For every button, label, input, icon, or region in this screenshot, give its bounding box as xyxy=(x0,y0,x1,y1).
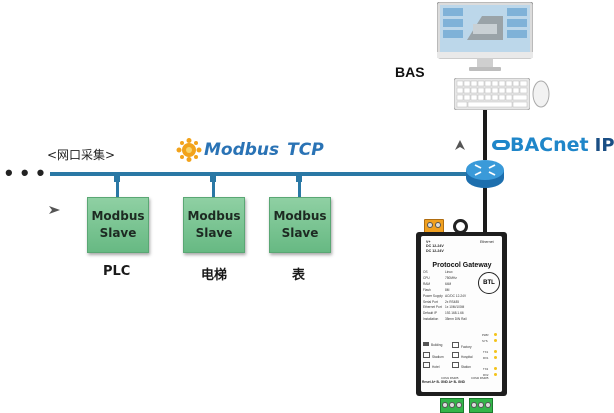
slave-line1: Modbus xyxy=(187,209,241,223)
power-line: DC 12-24V xyxy=(426,244,444,249)
stadium-icon xyxy=(423,352,430,358)
power-line: V+ xyxy=(426,240,431,244)
keyboard-icon xyxy=(454,78,530,110)
hotel-icon xyxy=(423,362,430,368)
com1-label: COM1 RS485 xyxy=(441,376,459,380)
gateway-front-panel xyxy=(421,236,502,392)
status-led xyxy=(494,373,497,376)
power-line: DC 12-24V xyxy=(426,248,444,253)
led-label: RX2 xyxy=(483,373,489,377)
bacnet-ip-logo: BACnet IP xyxy=(492,134,614,156)
terminal-screw xyxy=(456,402,462,408)
com2-label: COM2 RS485 xyxy=(471,376,489,380)
icon-label: Building xyxy=(431,343,443,347)
status-led xyxy=(494,333,497,336)
slave-line1: Modbus xyxy=(91,209,145,223)
bus-drop-line xyxy=(298,178,301,197)
factory-icon xyxy=(452,342,459,348)
terminal-screw xyxy=(471,402,477,408)
led-label: SYS xyxy=(482,339,488,343)
slave-caption-elevator: 电梯 xyxy=(201,268,228,283)
slave-line2: Slave xyxy=(195,226,233,240)
slave-line2: Slave xyxy=(281,226,319,240)
router-icon xyxy=(466,160,504,188)
bus-drop-line xyxy=(212,178,215,197)
arrow-up-icon xyxy=(455,140,465,150)
hospital-icon xyxy=(452,352,459,358)
gateway-bottom-labels: Reset A+ B- GND A+ B- GND xyxy=(422,380,465,384)
gateway-link-line xyxy=(483,187,487,232)
led-label: PWR xyxy=(482,333,489,337)
slave-caption-meter: 表 xyxy=(292,268,306,283)
slave-line1: Modbus xyxy=(273,209,327,223)
modbus-slave-elevator: Modbus Slave xyxy=(183,197,245,253)
terminal-screw xyxy=(435,222,441,228)
gateway-ethernet-label: Ethernet xyxy=(480,240,494,244)
slave-line2: Slave xyxy=(99,226,137,240)
terminal-screw xyxy=(449,402,455,408)
modbus-slave-meter: Modbus Slave xyxy=(269,197,331,253)
icon-label: Factory xyxy=(461,345,472,349)
led-label: TX1 xyxy=(483,350,489,354)
tcp-label: TCP xyxy=(287,140,324,160)
icon-label: Hospital xyxy=(461,355,473,359)
network-bus-line xyxy=(50,172,485,176)
bas-link-line xyxy=(483,110,487,160)
terminal-screw xyxy=(427,222,433,228)
desktop-monitor-icon xyxy=(437,2,533,71)
status-led xyxy=(494,350,497,353)
gateway-title: Protocol Gateway xyxy=(432,262,492,269)
modbus-label: Modbus xyxy=(204,140,280,160)
terminal-screw xyxy=(442,402,448,408)
slave-caption-plc: PLC xyxy=(103,264,131,279)
gateway-power-label: V+ DC 12-24V DC 12-24V xyxy=(426,240,444,253)
led-label: RX1 xyxy=(483,356,489,360)
mouse-icon xyxy=(532,80,550,108)
icon-label: Station xyxy=(461,365,471,369)
bacnet-logo-icon xyxy=(492,140,510,150)
btl-badge: BTL xyxy=(478,272,500,294)
icon-label: Hotel xyxy=(432,365,440,369)
modbus-logo-icon xyxy=(176,138,202,162)
ellipsis: • • • xyxy=(5,160,46,185)
terminal-screw xyxy=(485,402,491,408)
status-led xyxy=(494,356,497,359)
building-icon xyxy=(423,342,429,346)
bus-drop-line xyxy=(116,178,119,197)
bas-label: BAS xyxy=(395,64,425,80)
modbus-slave-plc: Modbus Slave xyxy=(87,197,149,253)
led-label: TX2 xyxy=(483,367,489,371)
status-led xyxy=(494,339,497,342)
ip-label: IP xyxy=(594,134,614,156)
arrow-icon xyxy=(49,206,60,214)
bacnet-label: BACnet xyxy=(510,134,589,156)
modbus-tcp-logo: Modbus TCP xyxy=(176,138,324,162)
status-led xyxy=(494,367,497,370)
icon-label: Stadium xyxy=(432,355,444,359)
station-icon xyxy=(452,362,459,368)
terminal-screw xyxy=(478,402,484,408)
bus-tag: <网口采集> xyxy=(47,148,116,162)
